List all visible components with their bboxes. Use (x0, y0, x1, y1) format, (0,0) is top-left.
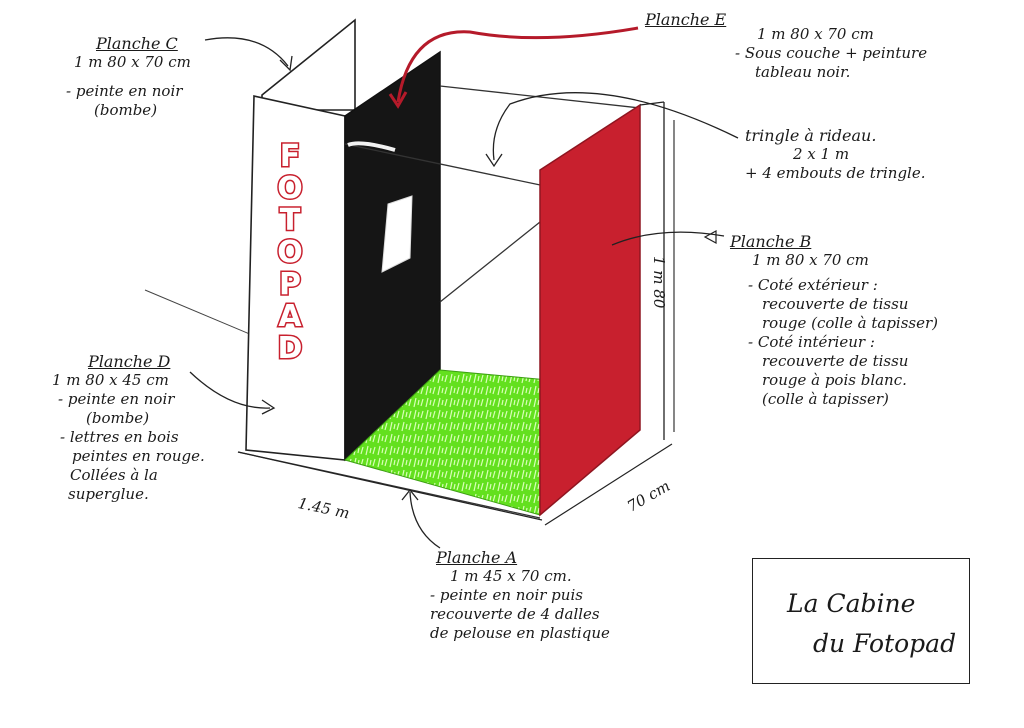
planche-b-line-4: rouge (colle à tapisser) (762, 314, 939, 332)
curtain-rod (347, 141, 396, 152)
planche-d-line-1: 1 m 80 x 45 cm (52, 371, 169, 389)
tringle-line-1: tringle à rideau. (745, 126, 877, 145)
planche-a-line-2: - peinte en noir puis (430, 586, 583, 604)
planche-b-line-2: - Coté extérieur : (748, 276, 878, 294)
tringle-line-3: + 4 embouts de tringle. (745, 164, 926, 182)
sign-letter-t-2: T (280, 203, 301, 238)
planche-a-title: Planche A (436, 548, 518, 567)
planche-d-title: Planche D (88, 352, 171, 371)
label-planche-c: Planche C 1 m 80 x 70 cm - peinte en noi… (66, 34, 191, 120)
planche-a-line-3: recouverte de 4 dalles (430, 605, 600, 623)
planche-b-line-7: rouge à pois blanc. (762, 371, 907, 389)
sign-letter-d-6: D (278, 331, 303, 366)
planche-b-edge (639, 101, 665, 106)
planche-b-board (539, 103, 641, 517)
sign-letter-o-3: O (277, 235, 303, 270)
title-box: La Cabine du Fotopad (752, 558, 970, 684)
planche-e-line-2: - Sous couche + peinture (735, 44, 928, 62)
top-rail-mid (344, 143, 546, 187)
planche-c-line-3: (bombe) (94, 101, 158, 119)
planche-e-title: Planche E (645, 10, 727, 29)
planche-d-line-2: - peinte en noir (58, 390, 175, 408)
label-tringle: tringle à rideau. 2 x 1 m + 4 embouts de… (745, 126, 925, 183)
planche-d-line-7: superglue. (68, 485, 149, 503)
leader-tringle (492, 92, 739, 161)
planche-b-line-3: recouverte de tissu (762, 295, 909, 313)
dimension-height-label: 1 m 80 (650, 256, 668, 309)
planche-a-line-1: 1 m 45 x 70 cm. (450, 567, 572, 585)
dimension-line-depth (544, 443, 673, 526)
planche-e-line-1: 1 m 80 x 70 cm (757, 25, 874, 43)
planche-d-line-5: peintes en rouge. (72, 447, 205, 465)
planche-c-line-1: 1 m 80 x 70 cm (74, 53, 191, 71)
sign-letter-p-4: P (279, 267, 301, 302)
planche-b-line-8: (colle à tapisser) (762, 390, 889, 408)
leader-planche-c (204, 37, 289, 67)
arrow-head-a (401, 488, 419, 501)
title-line-1: La Cabine (787, 589, 916, 618)
inner-diagonal (439, 217, 546, 303)
planche-e-line-3: tableau noir. (755, 63, 851, 81)
leader-planche-a (409, 491, 441, 549)
planche-c-line-2: - peinte en noir (66, 82, 183, 100)
label-planche-e: Planche E 1 m 80 x 70 cm - Sous couche +… (645, 10, 927, 82)
label-planche-a: Planche A 1 m 45 x 70 cm. - peinte en no… (420, 548, 610, 643)
leader-planche-e (396, 26, 639, 103)
top-rail-back (439, 85, 641, 109)
planche-b-line-6: recouverte de tissu (762, 352, 909, 370)
planche-a-line-4: de pelouse en plastique (430, 624, 610, 642)
sign-letter-a-5: A (278, 299, 302, 334)
dimension-line-width (237, 451, 543, 521)
planche-d-line-3: (bombe) (86, 409, 150, 427)
title-line-2: du Fotopad (813, 629, 957, 658)
arrow-head-b (703, 229, 717, 245)
leader-planche-d (189, 371, 271, 409)
planche-b-line-1: 1 m 80 x 70 cm (752, 251, 869, 269)
arrow-head-e (388, 91, 408, 109)
tringle-line-2: 2 x 1 m (793, 145, 850, 163)
arrow-head-c (279, 55, 293, 72)
planche-d-line-4: - lettres en bois (60, 428, 179, 446)
arrow-head-tringle (485, 153, 503, 168)
planche-c-board (261, 18, 356, 111)
planche-c-title: Planche C (96, 34, 178, 53)
sign-letter-o-1: O (277, 171, 303, 206)
label-planche-b: Planche B 1 m 80 x 70 cm - Coté extérieu… (722, 232, 938, 409)
photo-window (381, 195, 413, 273)
planche-b-title: Planche B (730, 232, 812, 251)
planche-d-line-6: Collées à la (70, 466, 158, 484)
sign-letter-f-0: F (280, 139, 301, 174)
planche-b-line-5: - Coté intérieur : (748, 333, 875, 351)
arrow-head-d (261, 399, 276, 415)
label-planche-d: Planche D 1 m 80 x 45 cm - peinte en noi… (50, 352, 205, 504)
